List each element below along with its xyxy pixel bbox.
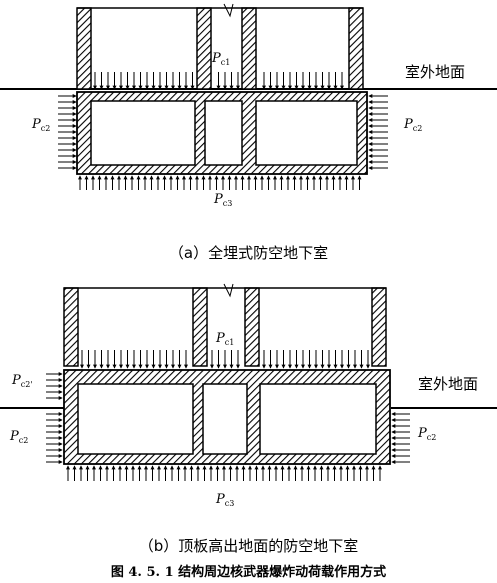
load-arrows-left-a [58,94,77,170]
room-2-a [204,100,243,166]
load-arrows-right-b [391,412,410,464]
diagram-b: Pc1 Pc2' Pc2 Pc2 Pc3 室外地面 [0,283,497,508]
load-arrows-top-b [80,350,370,369]
load-arrows-bottom-b [66,465,382,481]
load-exposed-label-b: Pc2' [11,373,33,389]
load-left-label-b: Pc2 [9,429,28,445]
load-arrows-right-a [368,94,388,170]
room-1-a [90,100,196,166]
figure-title: 图 4. 5. 1 结构周边核武器爆炸动荷载作用方式 [110,565,387,580]
room-1-b [77,383,194,455]
load-top-label-a: Pc1 [211,51,230,67]
upper-wall-mid1-b [192,287,208,367]
caption-b: （b）顶板高出地面的防空地下室 [138,537,359,555]
upper-wall-mid1-a [196,7,212,90]
upper-wall-left-b [63,287,79,367]
upper-wall-mid2-a [241,7,257,90]
ground-label-a: 室外地面 [405,63,465,81]
break-mark-a [223,3,234,18]
load-right-label-a: Pc2 [403,117,422,133]
load-arrows-exposed-b [46,372,63,400]
room-3-b [259,383,377,455]
upper-wall-mid2-b [244,287,260,367]
upper-wall-right-b [371,287,387,367]
room-2-b [202,383,248,455]
load-arrows-top-a [93,72,344,90]
load-left-label-a: Pc2 [31,117,50,133]
upper-wall-right-a [348,7,364,90]
break-mark-b [223,283,234,298]
load-arrows-bottom-a [78,175,362,190]
caption-a: （a）全埋式防空地下室 [168,244,329,262]
load-arrows-left-b [46,412,63,464]
ground-label-b: 室外地面 [418,375,478,393]
room-3-a [255,100,358,166]
load-right-label-b: Pc2 [417,426,436,442]
upper-wall-left-a [76,7,92,90]
load-top-label-b: Pc1 [215,331,234,347]
load-bottom-label-a: Pc3 [213,192,232,208]
load-bottom-label-b: Pc3 [215,492,234,508]
diagram-a: Pc1 Pc2 Pc2 Pc3 室外地面 [0,3,497,208]
